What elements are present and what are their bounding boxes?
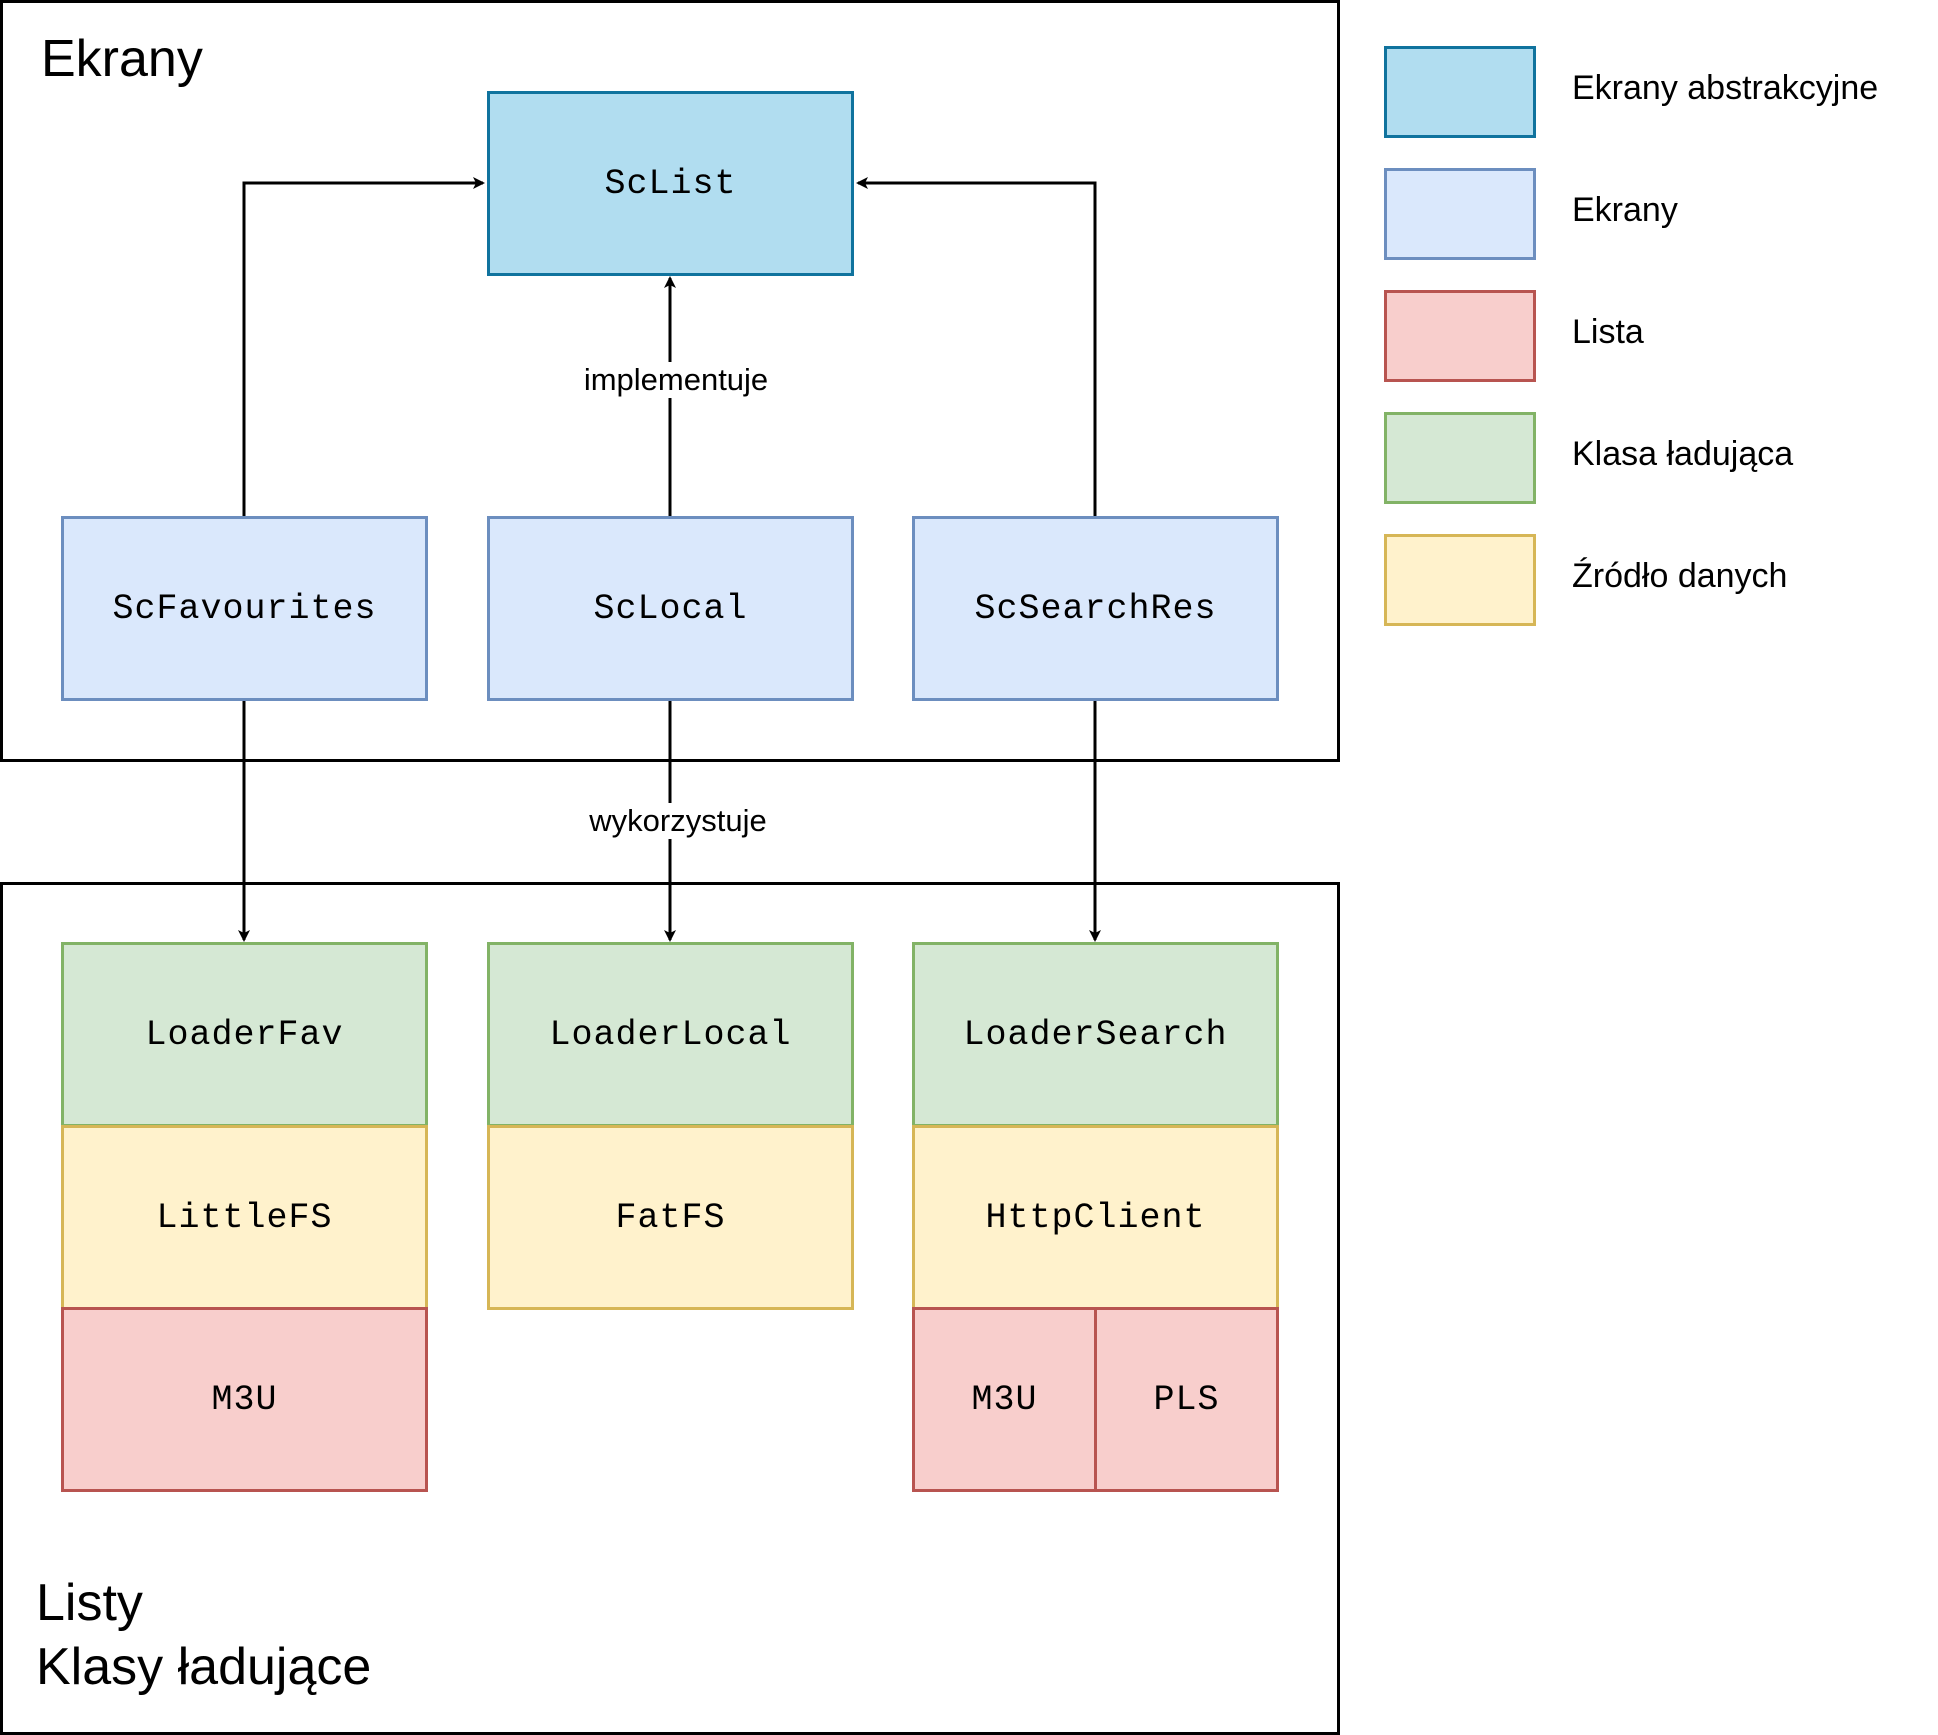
scfavourites-node[interactable]: ScFavourites: [61, 516, 428, 701]
uses-label: wykorzystuje: [583, 803, 773, 839]
screens-group-title: Ekrany: [41, 30, 203, 88]
legend-swatch-abstract: [1384, 46, 1536, 138]
legend-swatch-screens: [1384, 168, 1536, 260]
legend-label-source: Źródło danych: [1572, 557, 1788, 595]
implements-label: implementuje: [577, 362, 775, 398]
loaderlocal-node[interactable]: LoaderLocal: [487, 942, 854, 1127]
legend-swatch-source: [1384, 534, 1536, 626]
legend-label-abstract: Ekrany abstrakcyjne: [1572, 69, 1879, 107]
pls-search-node[interactable]: PLS: [1094, 1307, 1279, 1492]
legend-swatch-loader: [1384, 412, 1536, 504]
sclist-node[interactable]: ScList: [487, 91, 854, 276]
loaderfav-node[interactable]: LoaderFav: [61, 942, 428, 1127]
sclocal-node[interactable]: ScLocal: [487, 516, 854, 701]
legend-label-screens: Ekrany: [1572, 191, 1678, 229]
littlefs-node[interactable]: LittleFS: [61, 1125, 428, 1310]
m3u-search-node[interactable]: M3U: [912, 1307, 1097, 1492]
scsearchres-node[interactable]: ScSearchRes: [912, 516, 1279, 701]
lists-group-title: Listy Klasy ładujące: [36, 1574, 372, 1696]
legend-label-list: Lista: [1572, 313, 1644, 351]
loadersearch-node[interactable]: LoaderSearch: [912, 942, 1279, 1127]
m3u-fav-node[interactable]: M3U: [61, 1307, 428, 1492]
fatfs-node[interactable]: FatFS: [487, 1125, 854, 1310]
legend-swatch-list: [1384, 290, 1536, 382]
legend-label-loader: Klasa ładująca: [1572, 435, 1794, 473]
httpclient-node[interactable]: HttpClient: [912, 1125, 1279, 1310]
